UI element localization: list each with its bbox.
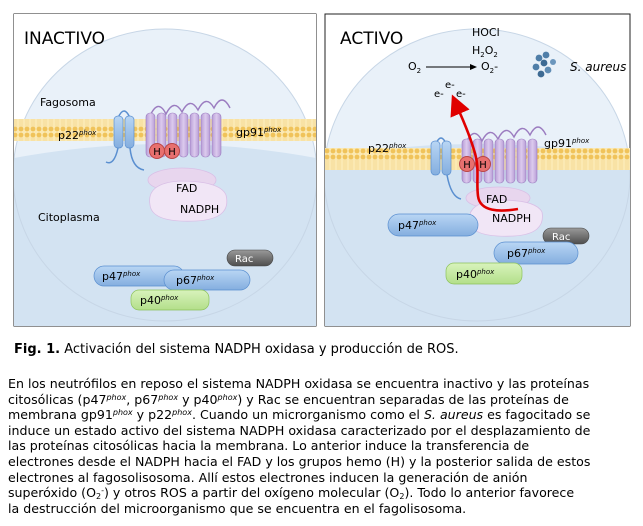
electron-transfer-arrow	[450, 94, 519, 212]
rac-protein: Rac	[226, 249, 274, 267]
fad-label: FAD	[486, 193, 507, 206]
bacteria-label: S. aureus	[570, 60, 626, 74]
p22-label: p22phox	[368, 142, 407, 155]
heme-groups: H H	[459, 156, 491, 172]
body-line: la destrucción del microorganismo que se…	[8, 500, 467, 516]
inactive-panel: INACTIVO Fagosoma Citoplasma p22phox gp9…	[13, 13, 317, 327]
heme-groups: H H	[149, 143, 180, 159]
caption-text: Activación del sistema NADPH oxidasa y p…	[60, 342, 459, 357]
body-line: electrones desde el NADPH hacia el FAD y…	[8, 453, 591, 469]
svg-text:H: H	[479, 160, 487, 171]
rac-protein: Rac	[542, 227, 590, 245]
cytoplasm-label: Citoplasma	[38, 211, 100, 224]
svg-text:H: H	[168, 147, 176, 158]
panel-title: INACTIVO	[24, 29, 105, 49]
svg-text:Rac: Rac	[235, 254, 253, 265]
svg-text:p40phox: p40phox	[140, 294, 179, 307]
caption-label: Fig. 1.	[14, 342, 61, 357]
p47-protein: p47phox	[93, 265, 185, 287]
gp91-label: gp91phox	[544, 137, 590, 150]
gp91-label: gp91phox	[236, 126, 282, 139]
o2-label: O2	[408, 60, 421, 75]
p22-protein	[430, 137, 462, 200]
body-line: las proteínas citosólicas hacia la membr…	[8, 438, 530, 454]
body-line: membrana gp91phox y p22phox. Cuando un m…	[8, 407, 591, 423]
p47-protein: p47phox	[387, 213, 479, 237]
electron-label: e-	[445, 80, 455, 91]
body-line: superóxido (O2-) y otros ROS a partir de…	[8, 485, 575, 502]
body-paragraph: En los neutrófilos en reposo el sistema …	[8, 376, 638, 516]
figure-caption: Fig. 1. Activación del sistema NADPH oxi…	[14, 342, 634, 358]
svg-text:p67phox: p67phox	[176, 274, 215, 287]
body-line: citosólicas (p47phox, p67phox y p40phox)…	[8, 391, 569, 407]
p22-protein	[105, 110, 145, 171]
superoxide-label: O2-	[481, 60, 498, 75]
gp91-protein	[145, 99, 231, 222]
p40-protein: p40phox	[445, 262, 523, 285]
electron-label: e-	[434, 89, 444, 100]
p40-protein: p40phox	[130, 289, 210, 311]
svg-text:H: H	[153, 147, 161, 158]
fad-label: FAD	[176, 182, 197, 195]
p67-protein: p67phox	[163, 269, 251, 291]
nadph-label: NADPH	[180, 203, 219, 216]
svg-text:p67phox: p67phox	[507, 247, 546, 260]
svg-text:H: H	[463, 160, 471, 171]
body-line: induce un estado activo del sistema NADP…	[8, 422, 591, 438]
bacteria-icon	[532, 51, 556, 78]
active-panel: ACTIVO HOCl H2O2 O2 O2- S. aureus e- e- …	[324, 13, 631, 327]
svg-text:p47phox: p47phox	[102, 270, 141, 283]
svg-text:p40phox: p40phox	[456, 268, 495, 281]
nadph-label: NADPH	[492, 212, 531, 225]
body-line: En los neutrófilos en reposo el sistema …	[8, 376, 590, 391]
p22-label: p22phox	[58, 129, 97, 142]
hocl-label: HOCl	[472, 26, 500, 39]
svg-text:p47phox: p47phox	[398, 219, 437, 232]
svg-text:Rac: Rac	[552, 232, 570, 243]
p67-protein: p67phox	[493, 241, 579, 265]
phagosome-label: Fagosoma	[40, 96, 96, 109]
panel-title: ACTIVO	[340, 29, 403, 49]
body-line: electrones al fagosolisosoma. Allí estos…	[8, 469, 528, 485]
nadph-oxidase-figure: INACTIVO Fagosoma Citoplasma p22phox gp9…	[13, 13, 631, 327]
h2o2-label: H2O2	[472, 44, 498, 59]
electron-label: e-	[456, 89, 466, 100]
